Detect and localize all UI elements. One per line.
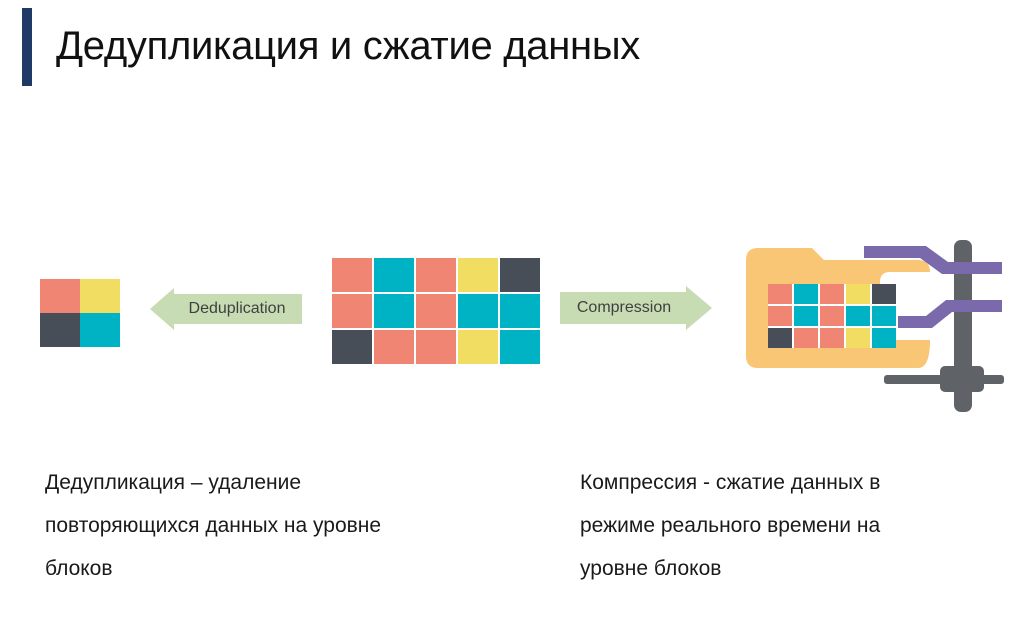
data-block-teal (500, 294, 540, 328)
title-accent-bar (22, 8, 32, 86)
left-arrow-icon (150, 288, 302, 330)
data-block-yellow (458, 330, 498, 364)
deduplication-arrow: Deduplication (150, 288, 302, 330)
data-block-salmon (794, 328, 818, 348)
data-block-teal (500, 330, 540, 364)
data-block-teal (374, 258, 414, 292)
source-data-blocks (332, 258, 540, 364)
deduplication-description: Дедупликация – удаление повторяющихся да… (45, 471, 382, 580)
data-block-teal (794, 284, 818, 304)
data-block-salmon (820, 306, 844, 326)
data-block-teal (872, 306, 896, 326)
data-block-dark (768, 328, 792, 348)
data-block-salmon (374, 330, 414, 364)
data-block-teal (794, 306, 818, 326)
page-title: Дедупликация и сжатие данных (56, 24, 640, 68)
data-block-salmon (768, 284, 792, 304)
compression-label: Compression (576, 299, 672, 316)
data-block-salmon (332, 294, 372, 328)
data-block-salmon (768, 306, 792, 326)
data-block-yellow (846, 284, 870, 304)
data-block-yellow (458, 258, 498, 292)
data-block-teal (374, 294, 414, 328)
data-block-dark (332, 330, 372, 364)
data-block-yellow (846, 328, 870, 348)
data-block-salmon (416, 258, 456, 292)
data-block-teal (872, 328, 896, 348)
data-block-salmon (820, 328, 844, 348)
data-block-salmon (820, 284, 844, 304)
data-block-teal (458, 294, 498, 328)
data-block-teal (846, 306, 870, 326)
right-arrow-icon (560, 286, 712, 330)
data-block-dark (872, 284, 896, 304)
deduplicated-blocks (40, 279, 120, 347)
data-block-salmon (332, 258, 372, 292)
deduplication-label: Deduplication (188, 300, 286, 317)
data-block-dark (40, 313, 80, 347)
data-block-teal (80, 313, 120, 347)
data-block-salmon (416, 294, 456, 328)
compression-description: Компрессия - сжатие данных в режиме реал… (580, 471, 881, 580)
data-block-salmon (40, 279, 80, 313)
data-block-yellow (80, 279, 120, 313)
data-block-salmon (416, 330, 456, 364)
compression-arrow: Compression (560, 286, 712, 330)
data-block-dark (500, 258, 540, 292)
compressed-blocks (768, 284, 896, 348)
